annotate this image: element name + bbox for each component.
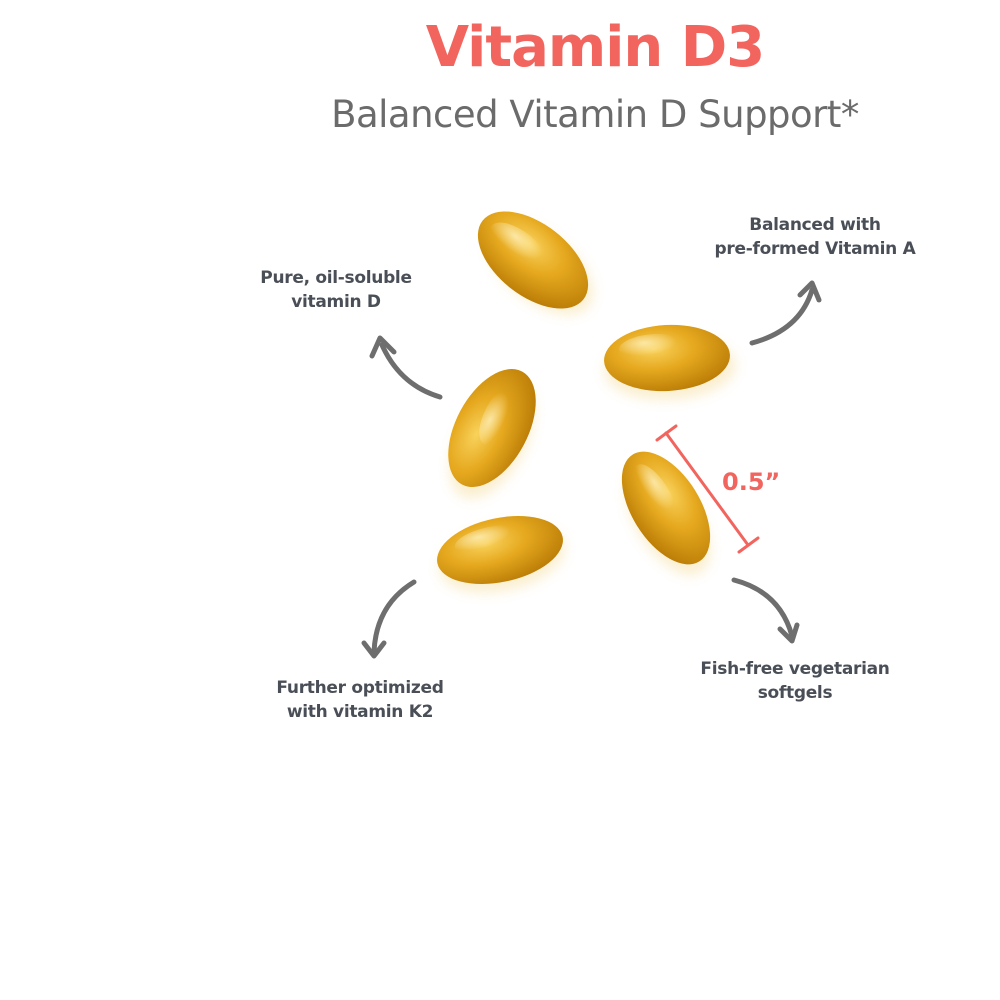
callout-line: Further optimized xyxy=(276,678,444,698)
callout-pure-vitamin-d: Pure, oil-soluble vitamin D xyxy=(236,266,436,314)
callout-line: softgels xyxy=(757,683,833,703)
softgel-bottom xyxy=(437,515,563,585)
callout-line: Balanced with xyxy=(749,215,881,235)
curved-arrow-icon xyxy=(749,280,822,346)
softgel-measured xyxy=(621,451,711,565)
callout-line: Pure, oil-soluble xyxy=(260,268,412,288)
page-title: Vitamin D3 xyxy=(425,15,765,80)
softgel-top xyxy=(477,211,589,309)
softgel-center xyxy=(448,369,536,487)
dimension-bracket-icon xyxy=(655,424,760,554)
callout-line: with vitamin K2 xyxy=(286,702,434,722)
callout-vitamin-a: Balanced with pre-formed Vitamin A xyxy=(690,213,940,261)
curved-arrow-icon xyxy=(731,577,800,644)
callout-line: vitamin D xyxy=(291,292,381,312)
callout-fish-free: Fish-free vegetarian softgels xyxy=(680,657,910,705)
size-label: 0.5” xyxy=(722,468,781,496)
callout-line: pre-formed Vitamin A xyxy=(714,239,916,259)
curved-arrow-icon xyxy=(361,579,417,659)
curved-arrow-icon xyxy=(369,335,443,400)
callout-line: Fish-free vegetarian xyxy=(700,659,890,679)
softgel-right xyxy=(604,324,730,392)
page-subtitle: Balanced Vitamin D Support* xyxy=(331,93,859,136)
callout-vitamin-k2: Further optimized with vitamin K2 xyxy=(250,676,470,724)
